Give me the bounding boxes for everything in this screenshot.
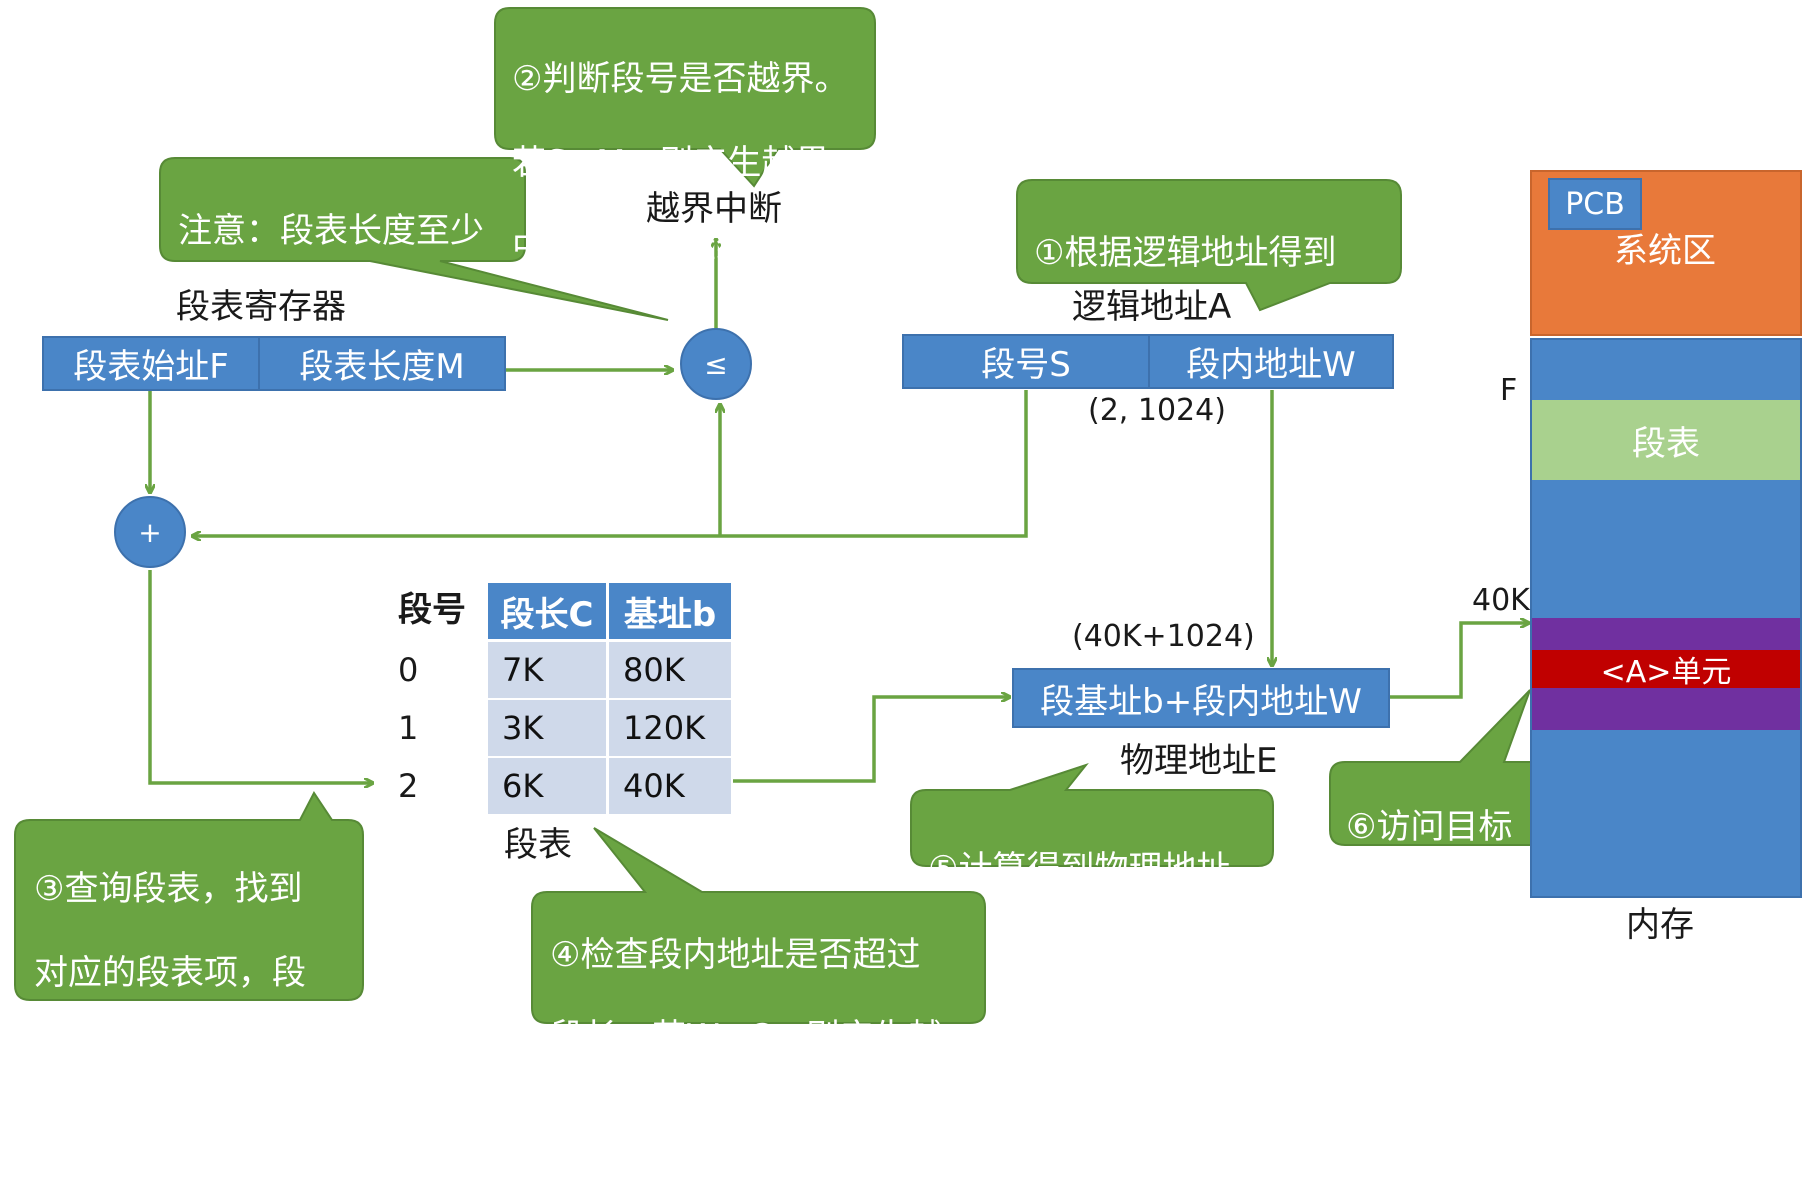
table-row-0-index: 0: [398, 651, 419, 689]
segment-table-caption: 段表: [504, 825, 572, 865]
table-header-length: 段长C: [488, 583, 606, 639]
marker-f: F: [1500, 373, 1518, 408]
table-row-2-base: 40K: [609, 758, 731, 814]
connector-lines: [0, 0, 1812, 1025]
callout-line: 是1，而段号从0开始: [178, 295, 494, 335]
segment-number-cell: 段号S: [902, 334, 1150, 389]
callout-line: ②判断段号是否越界。: [512, 59, 849, 99]
table-row-1-base: 120K: [609, 700, 731, 756]
logical-example: (2, 1024): [1088, 393, 1226, 428]
plus-symbol: +: [138, 515, 162, 549]
callout-line: ⑤计算得到物理地址: [928, 849, 1231, 889]
callout-note-text: 注意：段表长度至少 是1，而段号从0开始: [178, 168, 493, 378]
table-row-2-length: 6K: [488, 758, 606, 814]
marker-40k: 40K: [1472, 583, 1530, 618]
memory-caption: 内存: [1626, 905, 1694, 945]
memory-system-area-label: 系统区: [1614, 231, 1716, 271]
seg-table-length-cell: 段表长度M: [258, 336, 506, 391]
overflow-interrupt-label: 越界中断: [646, 189, 782, 229]
callout-query-table-text: ③查询段表，找到 对应的段表项，段 表项的存放地址为 F+S*段表项长度: [34, 826, 306, 1204]
callout-line: 段长。若W≥C，则产生越: [550, 1017, 942, 1057]
pcb-box: PCB: [1548, 178, 1642, 230]
offset-cell: 段内地址W: [1148, 334, 1394, 389]
table-row-0-length: 7K: [488, 642, 606, 698]
segment-table-register-label: 段表寄存器: [176, 287, 346, 327]
callout-line: ③查询段表，找到: [34, 869, 303, 909]
table-header-index: 段号: [398, 590, 466, 630]
table-row-1-length: 3K: [488, 700, 606, 756]
callout-access-memory-text: ⑥访问目标 内存单元: [1346, 764, 1512, 974]
table-header-base: 基址b: [609, 583, 731, 639]
physical-formula-box: 段基址b+段内地址W: [1012, 668, 1390, 728]
adder-circle: [114, 496, 186, 568]
table-row-0-base: 80K: [609, 642, 731, 698]
compare-symbol: ≤: [704, 347, 728, 381]
physical-example: (40K+1024): [1072, 619, 1255, 654]
callout-line: ①根据逻辑地址得到: [1034, 233, 1337, 273]
table-row-2-index: 2: [398, 767, 419, 805]
callout-line: 界中断，否则继续执行: [550, 1099, 890, 1139]
callout-line: 注意：段表长度至少: [178, 211, 484, 251]
seg-table-start-cell: 段表始址F: [42, 336, 260, 391]
callout-line: ④检查段内地址是否超过: [550, 935, 921, 975]
callout-line: 若S≥M，则产生越界: [512, 143, 830, 183]
table-row-1-index: 1: [398, 709, 419, 747]
callout-bubbles: [14, 7, 1553, 1024]
callout-judge-segment-text: ②判断段号是否越界。 若S≥M，则产生越界 中断，否则继续执行: [512, 16, 848, 310]
callout-compute-physical-text: ⑤计算得到物理地址: [928, 806, 1230, 932]
memory-segment-table-area: 段表: [1532, 400, 1800, 480]
physical-address-label: 物理地址E: [1120, 741, 1278, 781]
logical-address-label: 逻辑地址A: [1072, 287, 1232, 327]
callout-line: ⑥访问目标: [1346, 807, 1513, 847]
callout-line: 对应的段表项，段: [34, 953, 306, 993]
compare-circle: [680, 328, 752, 400]
memory-target-unit: <A>单元: [1532, 650, 1800, 690]
callout-line: F+S*段表项长度: [34, 1121, 291, 1161]
callout-line: 中断，否则继续执行: [512, 227, 818, 267]
callout-line: 表项的存放地址为: [34, 1037, 306, 1077]
callout-check-offset-text: ④检查段内地址是否超过 段长。若W≥C，则产生越 界中断，否则继续执行: [550, 894, 942, 1181]
callout-line: 内存单元: [1346, 891, 1482, 931]
